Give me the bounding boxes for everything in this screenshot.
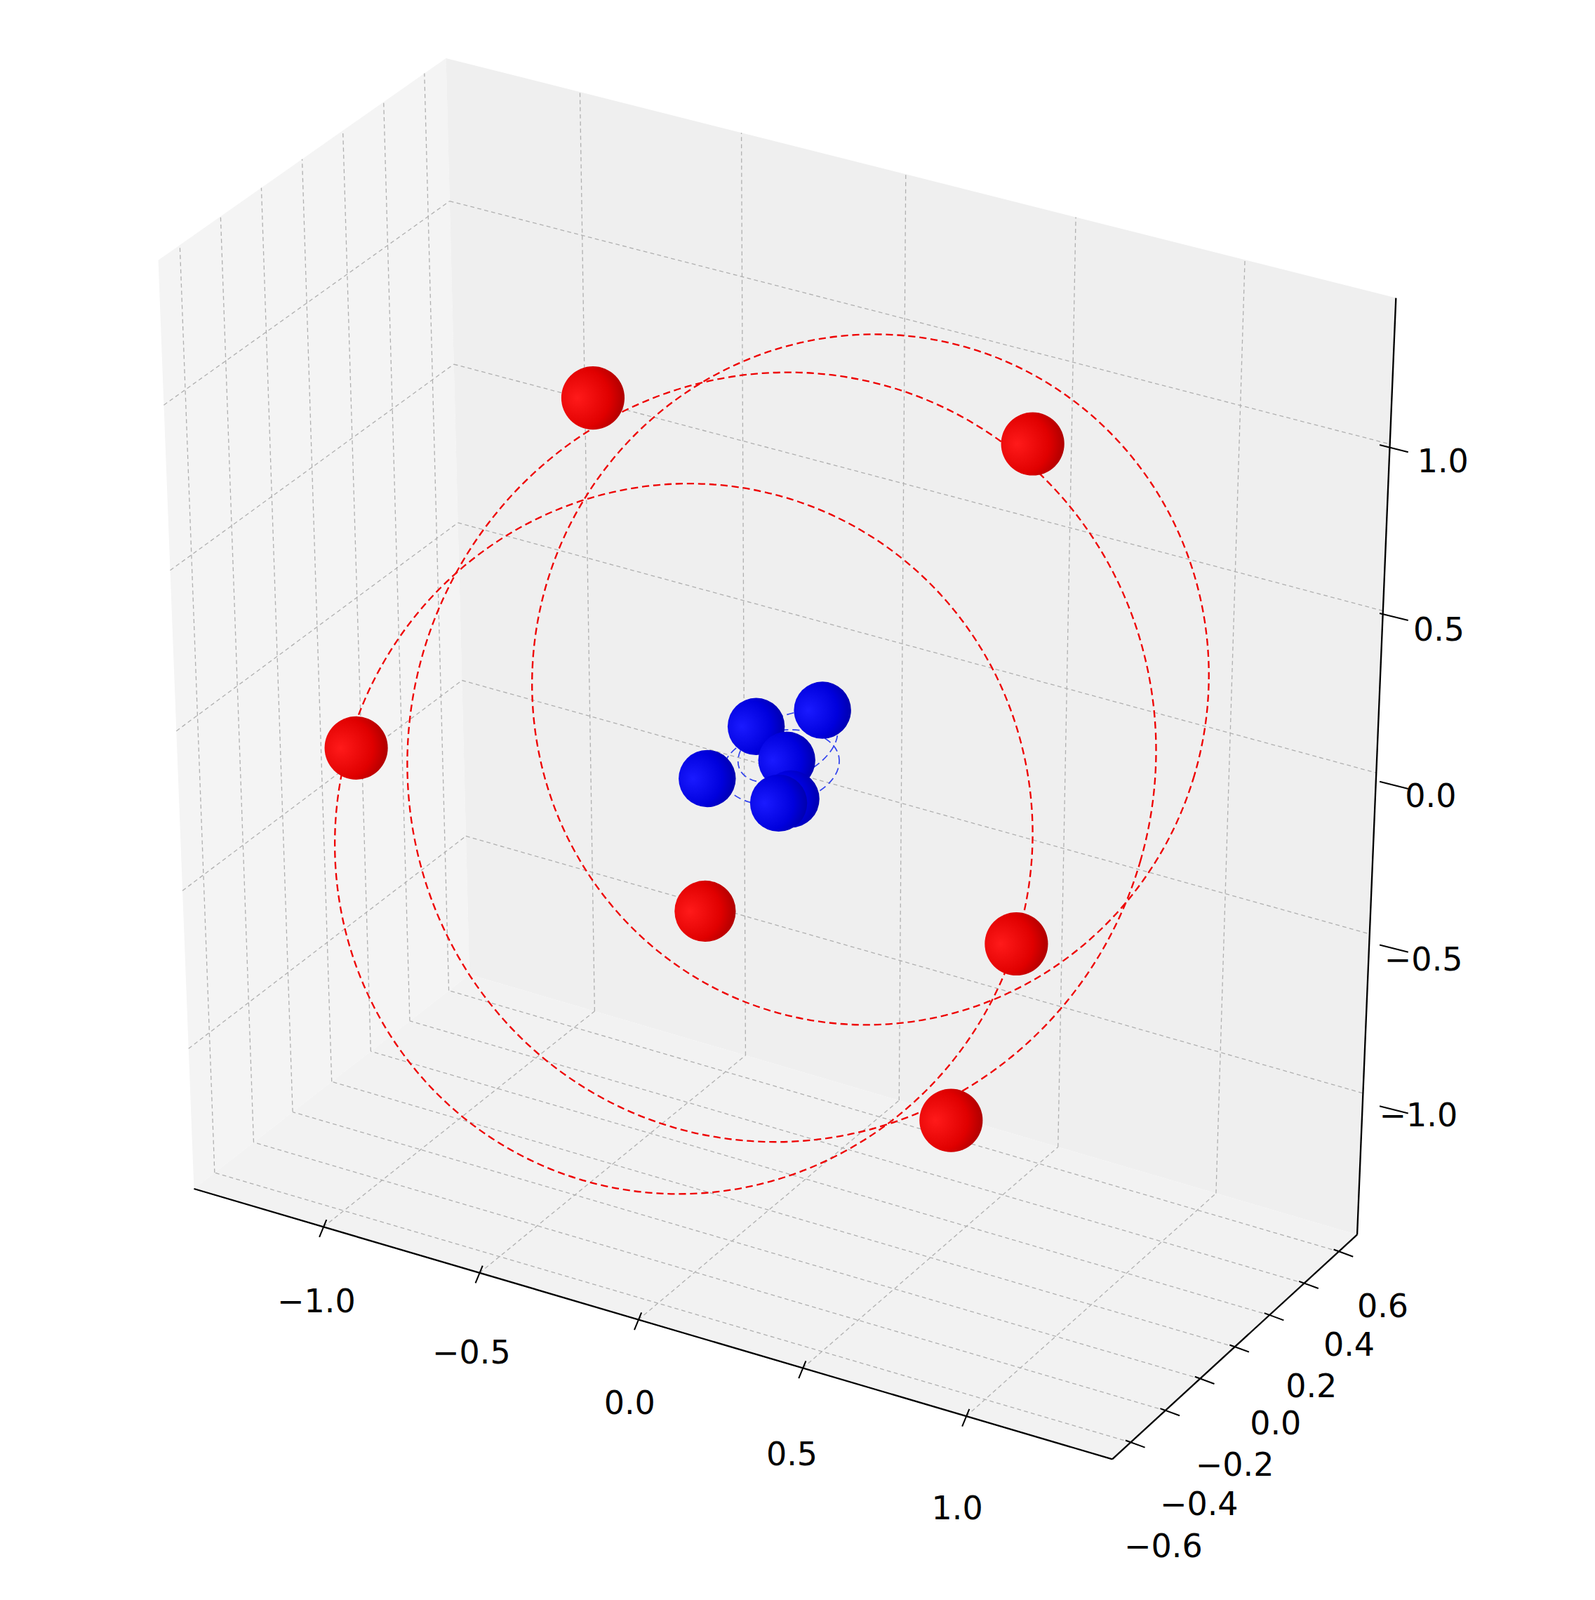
z-axis (1357, 298, 1396, 1236)
tick-label: 0.6 (1357, 1289, 1409, 1323)
nucleon (793, 681, 851, 739)
tick-mark (1264, 1312, 1285, 1320)
tick-mark (1298, 1281, 1319, 1289)
tick-label: 0.0 (604, 1386, 656, 1419)
orbits (235, 251, 1293, 1293)
axis-panes (158, 58, 1397, 1459)
tick-mark (798, 1360, 806, 1379)
grid-line (741, 132, 746, 1056)
electron-orbit (235, 385, 1133, 1293)
grid-line (220, 216, 254, 1142)
electron (1001, 411, 1065, 476)
grid-line (579, 91, 595, 1012)
grid-line (449, 201, 1391, 445)
tick-label: −1.0 (277, 1284, 356, 1318)
tick-marks (319, 444, 1409, 1448)
grid-line (253, 1142, 1165, 1411)
y-axis (1112, 1234, 1358, 1459)
tick-label: 1.0 (931, 1491, 984, 1525)
grid-line (461, 679, 1370, 934)
grid-line (292, 1112, 1200, 1379)
grid-line (170, 364, 455, 571)
grid-line (898, 174, 906, 1101)
tick-mark (1379, 444, 1409, 452)
grid-line (176, 522, 458, 732)
tick-mark (1125, 1439, 1146, 1447)
grid-line (343, 130, 372, 1052)
electron (324, 716, 389, 780)
nucleus (678, 681, 852, 832)
grid-line (261, 188, 293, 1113)
tick-label: −1.0 (1379, 1098, 1459, 1132)
grid-line (966, 1192, 1217, 1417)
grid-line (302, 159, 332, 1082)
grid-line (182, 679, 462, 891)
electron (561, 366, 625, 430)
grid-line (424, 72, 450, 991)
electron-orbit (448, 251, 1293, 1108)
grid-line (1058, 216, 1076, 1147)
tick-mark (1333, 1249, 1354, 1257)
tick-mark (1379, 613, 1409, 621)
tick-mark (1159, 1408, 1180, 1416)
grid-lines (163, 72, 1390, 1443)
grid-line (458, 522, 1377, 773)
tick-label: 0.5 (1413, 613, 1465, 646)
nucleon (678, 750, 736, 807)
tick-label: −0.2 (1195, 1448, 1275, 1481)
axis-lines (193, 298, 1396, 1460)
tick-label: −0.5 (1384, 943, 1464, 976)
grid-line (179, 244, 215, 1173)
grid-line (409, 1020, 1305, 1284)
tick-mark (1229, 1344, 1250, 1352)
grid-line (383, 101, 410, 1021)
grid-line (465, 835, 1363, 1093)
tick-label: −0.4 (1159, 1487, 1239, 1520)
nucleon (750, 774, 807, 832)
tick-label: 0.0 (1249, 1406, 1301, 1440)
tick-mark (475, 1265, 483, 1284)
grid-line (331, 1081, 1236, 1347)
floor-pane (193, 974, 1358, 1460)
electron (919, 1089, 983, 1153)
tick-label: 0.0 (1404, 779, 1457, 812)
tick-mark (1195, 1376, 1215, 1384)
x-axis (193, 1188, 1113, 1459)
grid-line (479, 1055, 746, 1273)
tick-label: 0.4 (1323, 1328, 1375, 1361)
electrons (324, 366, 1065, 1153)
tick-mark (634, 1312, 642, 1330)
electron (674, 880, 736, 942)
tick-mark (319, 1219, 327, 1238)
grid-line (449, 990, 1339, 1252)
grid-line (188, 835, 466, 1049)
tick-label: 1.0 (1417, 444, 1469, 478)
tick-label: −0.6 (1124, 1529, 1203, 1563)
electron-orbit (316, 283, 1247, 1231)
grid-line (370, 1051, 1270, 1316)
tick-mark (1379, 781, 1409, 789)
grid-line (163, 201, 450, 406)
tick-label: −0.5 (432, 1336, 511, 1369)
grid-line (638, 1100, 899, 1320)
electron (984, 912, 1048, 976)
grid-line (454, 364, 1384, 611)
tick-mark (962, 1409, 970, 1427)
tick-label: 0.5 (766, 1437, 818, 1471)
tick-label: 0.2 (1285, 1369, 1337, 1403)
grid-line (214, 1172, 1131, 1443)
